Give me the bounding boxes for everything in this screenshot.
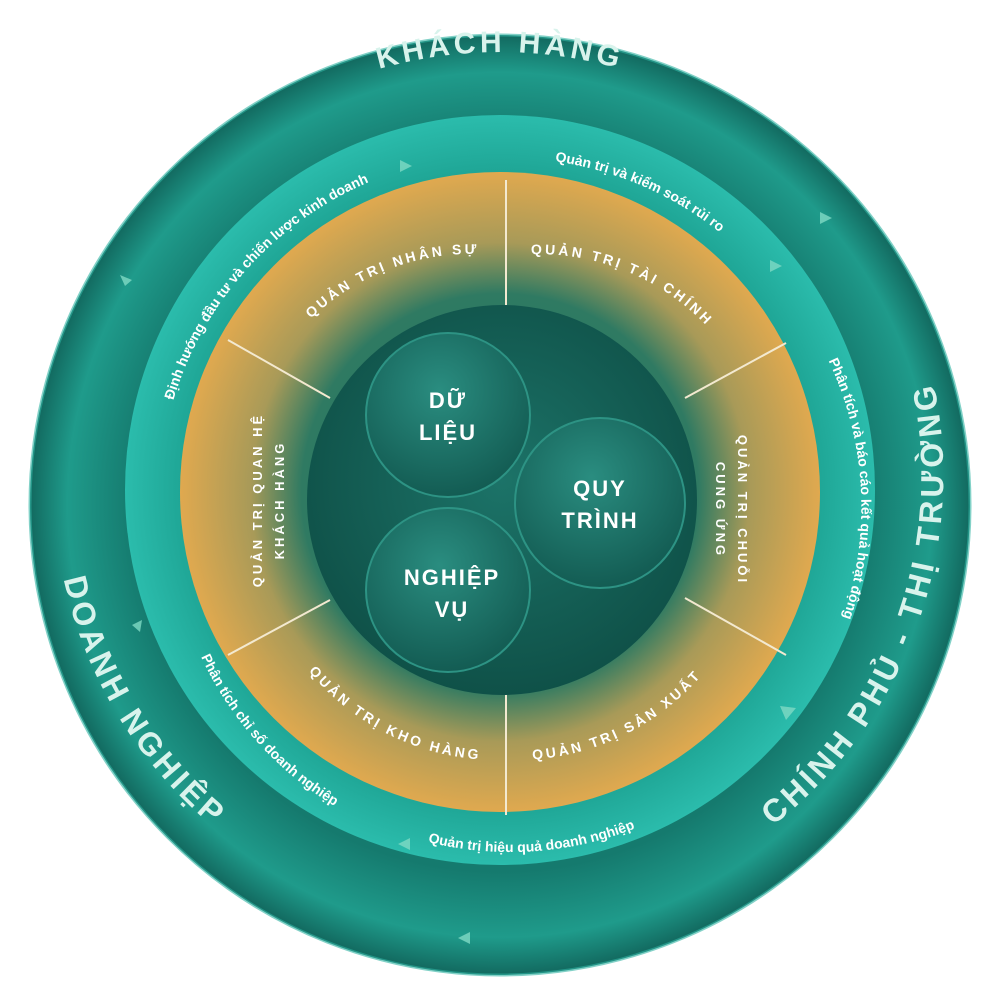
label-du-lieu-2: LIỆU [419, 420, 477, 445]
segment-label-quan-he-1: QUẢN TRỊ QUAN HỆ [250, 413, 265, 587]
segment-label-quan-he: QUẢN TRỊ QUAN HỆ KHÁCH HÀNG [250, 413, 287, 587]
arrow-icon [780, 706, 796, 720]
segment-label-quan-he-2: KHÁCH HÀNG [272, 441, 287, 560]
segment-label-chuoi-2: CUNG ỨNG [713, 462, 728, 558]
segment-label-chuoi-1: QUẢN TRỊ CHUỖI [735, 435, 750, 585]
direction-arrows [120, 160, 832, 944]
outer-ring-highlight [28, 33, 972, 977]
arrow-icon [458, 932, 470, 944]
arrow-icon [820, 212, 832, 224]
arrow-icon [400, 160, 412, 172]
label-nghiep-vu-2: VỤ [435, 597, 470, 622]
arrow-icon [120, 275, 132, 286]
arrow-icon [398, 838, 410, 850]
bubble-du-lieu [365, 332, 531, 498]
segment-dividers [227, 180, 787, 815]
label-du-lieu-1: DỮ [429, 388, 467, 413]
label-quy-trinh-2: TRÌNH [561, 508, 638, 533]
arrow-icon [770, 260, 782, 272]
arrow-icon [132, 620, 142, 632]
segment-label-chuoi-cung-ung: QUẢN TRỊ CHUỖI CUNG ỨNG [713, 435, 750, 585]
label-nghiep-vu-1: NGHIỆP [404, 565, 500, 590]
bubble-quy-trinh [514, 417, 686, 589]
label-quy-trinh-1: QUY [573, 476, 627, 501]
bubble-nghiep-vu [365, 507, 531, 673]
